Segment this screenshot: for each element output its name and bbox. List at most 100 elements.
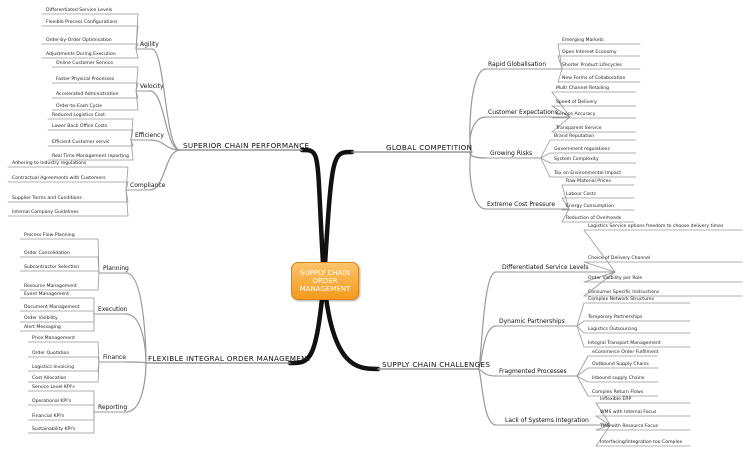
leaf-topic[interactable]: Order Visibility	[24, 316, 58, 321]
leaf-topic[interactable]: Logistics Service options freedom to cho…	[588, 224, 724, 229]
leaf-topic[interactable]: Alert Messaging	[24, 325, 61, 330]
subtopic-connector	[477, 271, 497, 370]
leaf-connector	[135, 90, 139, 111]
subtopic-connector	[469, 151, 487, 210]
leaf-topic[interactable]: Efficient Customer servic	[52, 140, 110, 145]
leaf-topic[interactable]: eCommerce Order Fulfilment	[592, 350, 659, 355]
leaf-topic[interactable]: Logistics Outsourcing	[588, 327, 638, 332]
leaf-topic[interactable]: Order Quotation	[32, 351, 70, 356]
branch-topic[interactable]: SUPERIOR CHAIN PERFORMANCE	[183, 141, 310, 150]
leaf-topic[interactable]: Document Management	[24, 305, 80, 310]
subtopic[interactable]: Efficiency	[135, 132, 164, 139]
leaf-topic[interactable]: Complex Network Structures	[588, 297, 655, 302]
leaf-connector	[583, 261, 616, 273]
leaf-topic[interactable]: Operational KPI's	[32, 399, 72, 404]
leaf-topic[interactable]: Subcontractor Selection	[24, 265, 80, 270]
leaf-topic[interactable]: Order Consolidation	[24, 251, 70, 256]
leaf-topic[interactable]: Order-by-Order Optimisation	[46, 38, 112, 43]
leaf-topic[interactable]: Real Time Management reporting	[52, 154, 129, 159]
subtopic[interactable]: Finance	[103, 354, 126, 361]
central-topic[interactable]: SUPPLY CHAIN ORDER MANAGEMENT	[291, 262, 359, 300]
leaf-connector	[576, 325, 585, 348]
leaf-topic[interactable]: Integral Transport Management	[588, 341, 661, 346]
leaf-topic[interactable]: Event Management	[24, 292, 69, 297]
leaf-topic[interactable]: Differentiated Service Levels	[46, 8, 113, 13]
leaf-topic[interactable]: Service Level KPI's	[32, 385, 75, 390]
branch-topic[interactable]: SUPPLY CHAIN CHALLENGES	[382, 360, 491, 369]
leaf-topic[interactable]: Inbound supply Chains	[592, 376, 645, 381]
subtopic[interactable]: Lack of Systems Integration	[505, 417, 589, 424]
branch-topic[interactable]: GLOBAL COMPETITION	[386, 143, 473, 152]
subtopic[interactable]: Growing Risks	[490, 150, 533, 157]
subtopic[interactable]: Rapid Globalisation	[488, 61, 547, 68]
leaf-topic[interactable]: Inflexible ERP	[600, 397, 632, 402]
leaf-topic[interactable]: Brand Reputation	[554, 134, 595, 139]
leaf-topic[interactable]: Supplier Terms and Conditions	[12, 196, 82, 201]
leaf-topic[interactable]: Service Accuracy	[556, 112, 596, 117]
leaf-topic[interactable]: Flexible Process Configurations	[46, 20, 118, 25]
leaf-connector	[130, 139, 134, 161]
leaf-topic[interactable]: Multi Channel Retailing	[556, 86, 610, 91]
branch-topic[interactable]: FLEXIBLE INTEGRAL ORDER MANAGEMENT	[148, 354, 312, 363]
leaf-connector	[97, 361, 100, 383]
branch-connector	[287, 277, 327, 366]
leaf-connector	[576, 355, 589, 377]
leaf-topic[interactable]: Outbound Supply Chains	[592, 362, 649, 367]
leaf-topic[interactable]: Interfacing/Integration too Complex	[600, 440, 683, 445]
leaf-topic[interactable]: Open Internet Economy	[562, 50, 617, 55]
leaf-topic[interactable]: Government regulations	[554, 147, 610, 152]
leaf-topic[interactable]: Labour Costs	[566, 192, 596, 197]
leaf-topic[interactable]: Lower Back Office Costs	[52, 124, 108, 129]
subtopic-connector	[125, 362, 147, 413]
subtopic[interactable]: Customer Expectations	[488, 109, 558, 116]
leaf-topic[interactable]: WMS with Internal Focus	[600, 410, 657, 415]
subtopic[interactable]: Reporting	[98, 404, 128, 411]
leaf-topic[interactable]: Process Flow Planning	[24, 233, 75, 238]
leaf-topic[interactable]: Speed of Delivery	[556, 100, 597, 105]
leaf-topic[interactable]: Complex Return Flows	[592, 390, 644, 395]
leaf-topic[interactable]: Emerging Markets	[562, 38, 604, 43]
leaf-topic[interactable]: Shorter Product Lifecycles	[562, 63, 622, 68]
leaf-topic[interactable]: Internal Company Guidelines	[12, 210, 79, 215]
subtopic[interactable]: Differentiated Service Levels	[502, 264, 589, 271]
subtopic[interactable]: Execution	[98, 306, 128, 313]
leaf-topic[interactable]: Choice of Delivery Channel	[588, 256, 651, 261]
leaf-connector	[551, 116, 571, 133]
subtopic[interactable]: Velocity	[140, 83, 164, 90]
leaf-topic[interactable]: Temporary Partnerships	[588, 315, 643, 320]
leaf-topic[interactable]: Sustainability KPI's	[32, 427, 76, 432]
leaf-topic[interactable]: Accelerated Administration	[56, 92, 119, 97]
leaf-topic[interactable]: Adjustments During Execution	[46, 52, 116, 57]
leaf-topic[interactable]: New Forms of Collaboration	[562, 76, 626, 81]
leaf-topic[interactable]: Logistics Invoicing	[32, 365, 75, 370]
subtopic[interactable]: Dynamic Partnerships	[499, 318, 565, 325]
leaf-topic[interactable]: Faster Physical Processes	[56, 77, 115, 82]
leaf-topic[interactable]: Order Visibility per Role	[588, 276, 643, 281]
subtopic-connector	[149, 149, 181, 191]
leaf-topic[interactable]: Raw Material Prices	[566, 179, 611, 184]
leaf-topic[interactable]: Reduction of Overheads	[566, 216, 622, 221]
subtopic[interactable]: Fragmented Processes	[499, 368, 567, 375]
subtopic[interactable]: Agility	[140, 41, 159, 48]
leaf-topic[interactable]: TMS with Resource Focus	[600, 424, 658, 429]
subtopic-connector	[149, 139, 181, 151]
subtopic-connector	[469, 116, 487, 153]
leaf-topic[interactable]: Reduced Logistics Cost	[52, 113, 105, 118]
leaf-topic[interactable]: Transparent Service	[556, 126, 602, 131]
leaf-topic[interactable]: Cost Allocation	[32, 376, 67, 381]
subtopic[interactable]: Compliance	[130, 182, 166, 189]
leaf-topic[interactable]: Resource Management	[24, 284, 77, 289]
subtopic[interactable]: Planning	[103, 265, 129, 272]
leaf-topic[interactable]: Online Customer Service	[56, 61, 114, 66]
leaf-topic[interactable]: Energy Consumption	[566, 204, 614, 209]
subtopic[interactable]: Extreme Cost Pressure	[487, 201, 556, 208]
leaf-topic[interactable]: Consumer Specific Instructions	[588, 290, 660, 295]
leaf-topic[interactable]: Order-to-Cash Cycle	[56, 104, 103, 109]
leaf-topic[interactable]: Tax on Environmental Impact	[554, 171, 621, 176]
leaf-topic[interactable]: Financial KPI's	[32, 414, 65, 419]
leaf-topic[interactable]: Price Management	[32, 336, 75, 341]
leaf-topic[interactable]: Adhering to Industry regulations	[12, 161, 87, 166]
leaf-connector	[576, 375, 589, 397]
leaf-topic[interactable]: System Complexity	[554, 157, 599, 162]
leaf-topic[interactable]: Contractual Agreements with Customers	[12, 176, 106, 181]
